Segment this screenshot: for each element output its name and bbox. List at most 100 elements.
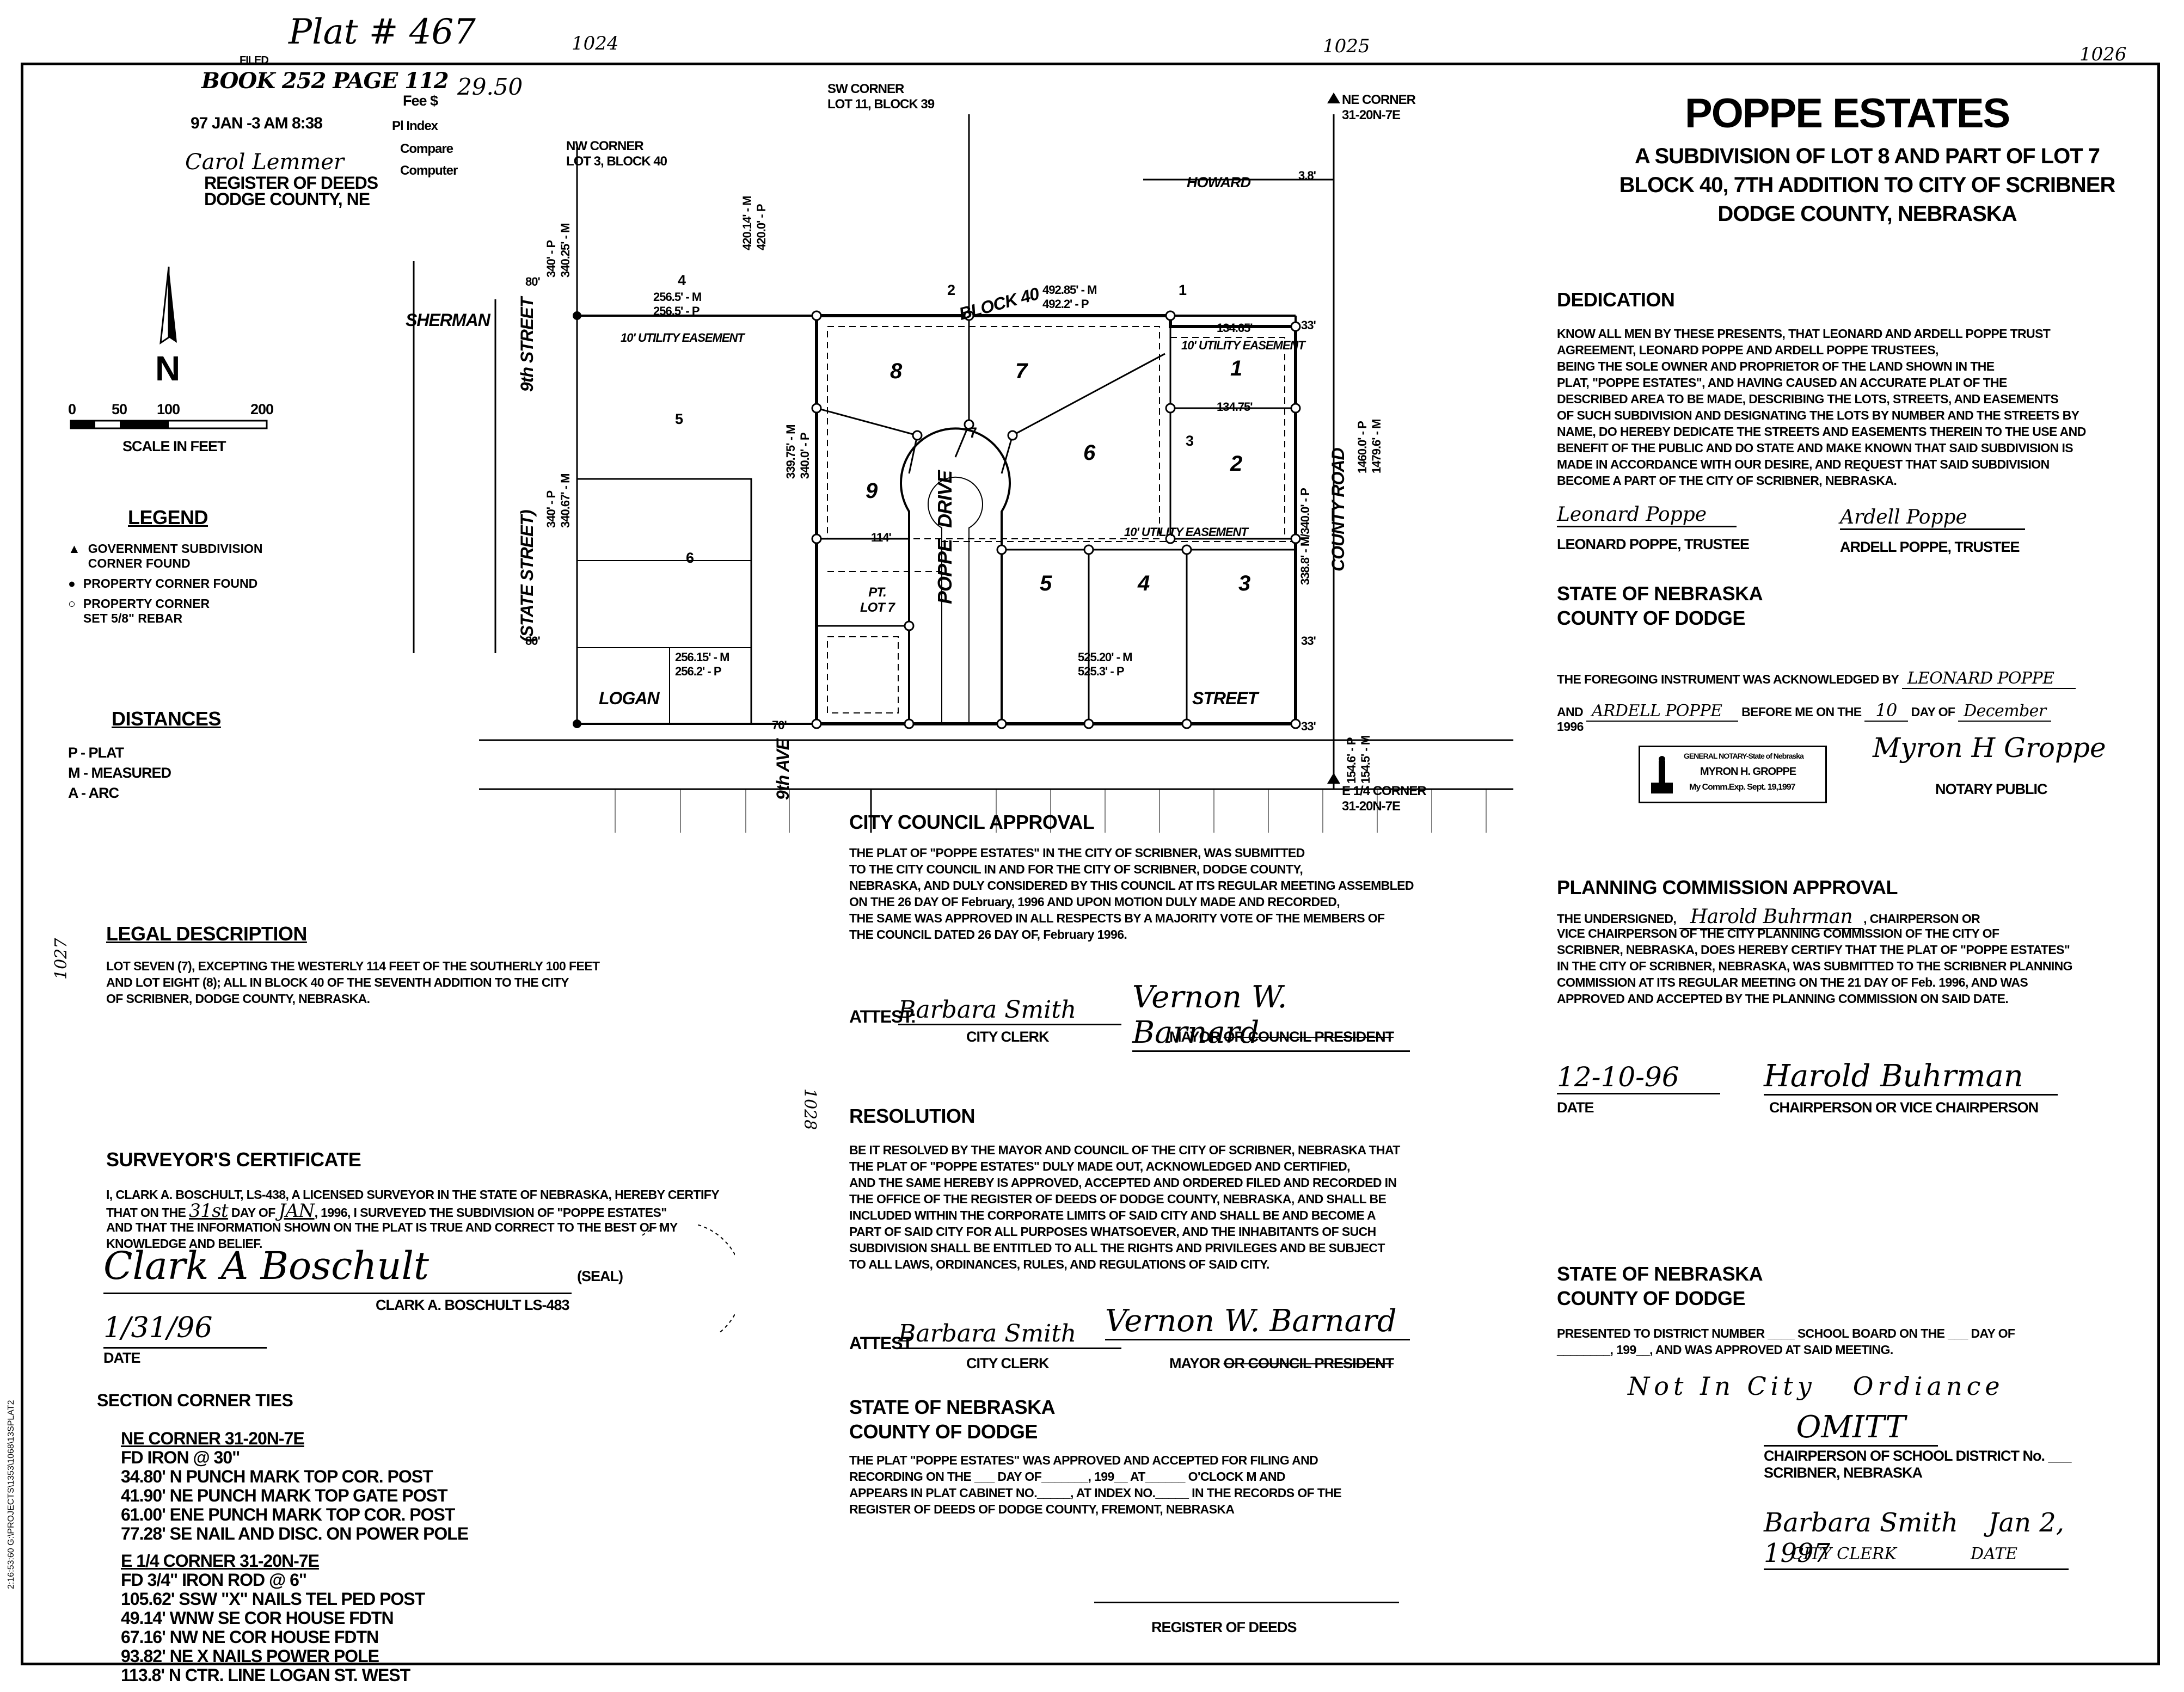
tie-item: FD IRON @ 30" — [121, 1448, 240, 1467]
seal-label: (SEAL) — [577, 1268, 623, 1284]
dimension-label: 70' — [772, 718, 787, 732]
date-label: DATE — [1971, 1545, 2017, 1564]
school-text: PRESENTED TO DISTRICT NUMBER ____ SCHOOL… — [1557, 1326, 2015, 1357]
dimension-label: 1460.0' - P 1479.6' - M — [1355, 419, 1383, 473]
block-lot-number: 5 — [675, 411, 683, 427]
recording-text: THE PLAT "POPPE ESTATES" WAS APPROVED AN… — [849, 1453, 1342, 1516]
school-note: Not In City Ordiance — [1628, 1371, 2004, 1401]
lot-number: 4 — [1138, 571, 1150, 595]
scale-tick: 200 — [250, 401, 274, 417]
dimension-label: 80' — [525, 275, 541, 288]
notary-year: 1996 — [1557, 719, 1584, 734]
triangle-icon: ▲ — [68, 542, 81, 556]
legend-item: ▲GOVERNMENT SUBDIVISION CORNER FOUND — [68, 542, 263, 570]
survey-month: JAN — [278, 1200, 315, 1222]
pt-lot7-label: PT. LOT 7 — [860, 585, 895, 615]
owner-label: LEONARD POPPE, TRUSTEE — [1557, 536, 1750, 552]
county-title: COUNTY OF DODGE — [1557, 607, 1745, 629]
attest-label: ATTEST — [849, 1333, 913, 1353]
tie-item: 49.14' WNW SE COR HOUSE FDTN — [121, 1608, 394, 1628]
scale-tick: 50 — [112, 401, 127, 417]
dimension-label: 3.8' — [1298, 169, 1316, 182]
received-stamp: 97 JAN -3 AM 8:38 — [191, 114, 323, 132]
planning-text: VICE CHAIRPERSON OF THE CITY PLANNING CO… — [1557, 926, 2073, 1006]
dimension-label: 33' — [1301, 719, 1316, 733]
dimension-label: 256.15' - M 256.2' - P — [675, 650, 729, 678]
surveyor-text: THAT ON THE 31st DAY OF JAN, 1996, I SUR… — [106, 1200, 667, 1222]
block-lot-number: 7 — [969, 424, 977, 441]
dimension-label: 33' — [1301, 318, 1316, 332]
ninth-street-label: 9th STREET — [517, 297, 537, 392]
notary-text: AND ARDELL POPPE BEFORE ME ON THE 10 DAY… — [1557, 700, 2052, 722]
state-street-label: (STATE STREET) — [517, 510, 537, 642]
plat-title: POPPE ESTATES — [1685, 90, 2010, 137]
utility-easement-label: 10' UTILITY EASEMENT — [1124, 525, 1248, 539]
scale-tick: 100 — [157, 401, 180, 417]
tie-item: 61.00' ENE PUNCH MARK TOP COR. POST — [121, 1505, 455, 1524]
planning-text: THE UNDERSIGNED, Harold Buhrman, CHAIRPE… — [1557, 906, 1980, 929]
index-label: Pl Index — [392, 119, 438, 133]
omit-note: OMITT — [1764, 1410, 1938, 1447]
state-title: STATE OF NEBRASKA — [1557, 1263, 1763, 1285]
lot-number: 8 — [890, 359, 902, 383]
distance-item: M - MEASURED — [68, 765, 171, 781]
legend-title: LEGEND — [128, 506, 208, 528]
owner-signature: Leonard Poppe — [1557, 503, 1737, 527]
scale-bar — [70, 420, 268, 429]
dimension-label: 339.75' - M 340.0' - P — [784, 424, 812, 479]
logan-street-label: LOGAN — [599, 688, 660, 708]
lot-number: 2 — [1230, 452, 1242, 476]
computer-label: Computer — [400, 163, 458, 178]
tie-item: 67.16' NW NE COR HOUSE FDTN — [121, 1627, 379, 1647]
fee-value: 29.50 — [457, 73, 523, 100]
legend-item: ○PROPERTY CORNER SET 5/8" REBAR — [68, 596, 210, 625]
surveyor-name: CLARK A. BOSCHULT LS-483 — [376, 1297, 570, 1313]
council-text: THE PLAT OF "POPPE ESTATES" IN THE CITY … — [849, 846, 1414, 942]
planning-date: 12-10-96 — [1557, 1061, 1720, 1094]
clerk-signature: Barbara Smith Jan 2, 1997 — [1764, 1508, 2069, 1570]
ties-group-title: E 1/4 CORNER 31-20N-7E — [121, 1551, 320, 1571]
owner-signature: Ardell Poppe — [1840, 506, 2025, 530]
block-lot-number: 1 — [1179, 282, 1187, 298]
chair-signature: Harold Buhrman — [1764, 1059, 2058, 1096]
ninth-ave-label: 9th AVE — [773, 739, 793, 800]
tie-item: 77.28' SE NAIL AND DISC. ON POWER POLE — [121, 1524, 469, 1543]
notary-stamp: GENERAL NOTARY-State of Nebraska MYRON H… — [1639, 746, 1827, 803]
clerk-signature: Barbara Smith — [898, 996, 1121, 1025]
dimension-label: 492.85' - M 492.2' - P — [1042, 283, 1097, 311]
plat-subtitle: BLOCK 40, 7TH ADDITION TO CITY OF SCRIBN… — [1619, 173, 2116, 197]
tie-item: 34.80' N PUNCH MARK TOP COR. POST — [121, 1467, 433, 1486]
dimension-label: 80' — [525, 634, 541, 648]
scale-label: SCALE IN FEET — [122, 438, 226, 454]
sherman-street-label: SHERMAN — [406, 310, 490, 330]
tie-item: FD 3/4" IRON ROD @ 6" — [121, 1570, 307, 1590]
ties-group-title: NE CORNER 31-20N-7E — [121, 1429, 305, 1448]
surveyor-text: KNOWLEDGE AND BELIEF. — [106, 1236, 262, 1251]
notary-text: THE FOREGOING INSTRUMENT WAS ACKNOWLEDGE… — [1557, 669, 2076, 689]
council-title: CITY COUNCIL APPROVAL — [849, 811, 1095, 833]
surveyor-date: 1/31/96 — [103, 1312, 267, 1349]
north-arrow-icon — [159, 266, 177, 345]
dimension-label: 114' — [871, 531, 892, 544]
mayor-label: MAYOR OR COUNCIL PRESIDENT — [1169, 1029, 1394, 1045]
e14-corner-label: E 1/4 CORNER 31-20N-7E — [1342, 784, 1427, 814]
sheet-number: 1027 — [52, 938, 71, 980]
utility-easement-label: 10' UTILITY EASEMENT — [621, 331, 745, 344]
planning-title: PLANNING COMMISSION APPROVAL — [1557, 876, 1898, 899]
dimension-label: 134.75' — [1217, 400, 1253, 414]
plat-subtitle: DODGE COUNTY, NEBRASKA — [1717, 202, 2017, 226]
state-title: STATE OF NEBRASKA — [849, 1396, 1056, 1418]
fee-label: Fee $ — [403, 93, 438, 109]
clerk-label: CITY CLERK — [966, 1029, 1050, 1045]
tie-item: 113.8' N CTR. LINE LOGAN ST. WEST — [121, 1665, 410, 1685]
lot-number: 1 — [1230, 356, 1242, 380]
distance-item: P - PLAT — [68, 745, 124, 761]
mayor-signature: Vernon W. Barnard — [1105, 1303, 1410, 1340]
surveyor-title: SURVEYOR'S CERTIFICATE — [106, 1148, 361, 1171]
dimension-label: 154.6' - P 154.5' - M — [1345, 735, 1372, 784]
dimension-label: 340' - P 340.67' - M — [544, 473, 572, 528]
legend-item: ●PROPERTY CORNER FOUND — [68, 576, 258, 590]
block-lot-number: 2 — [947, 282, 955, 298]
sheet-number: 1026 — [2079, 44, 2127, 65]
lot-number: 6 — [1083, 441, 1095, 465]
